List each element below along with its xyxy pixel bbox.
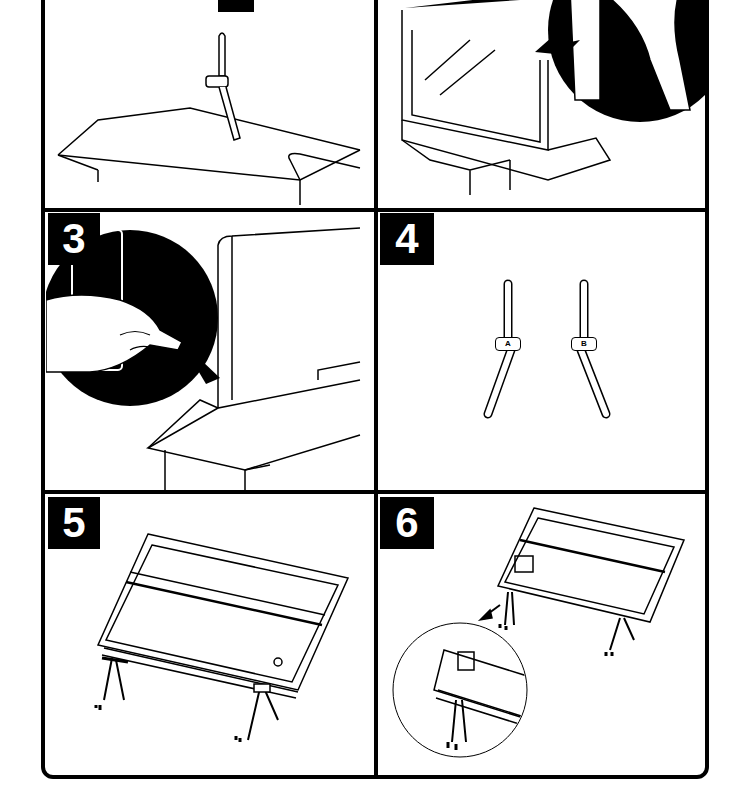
stand-tag: B: [571, 337, 597, 351]
tag-letter: B: [581, 340, 587, 348]
step-number: 3: [48, 213, 100, 265]
step-digit: 4: [395, 218, 418, 260]
step-number: 6: [380, 497, 434, 549]
step-digit: 6: [395, 502, 418, 544]
stand-tag: A: [495, 337, 521, 351]
step-digit: 3: [62, 218, 85, 260]
step-number: 5: [48, 497, 100, 549]
tag-letter: A: [505, 340, 511, 348]
step-digit: 5: [62, 502, 85, 544]
step-number: 4: [380, 213, 434, 265]
